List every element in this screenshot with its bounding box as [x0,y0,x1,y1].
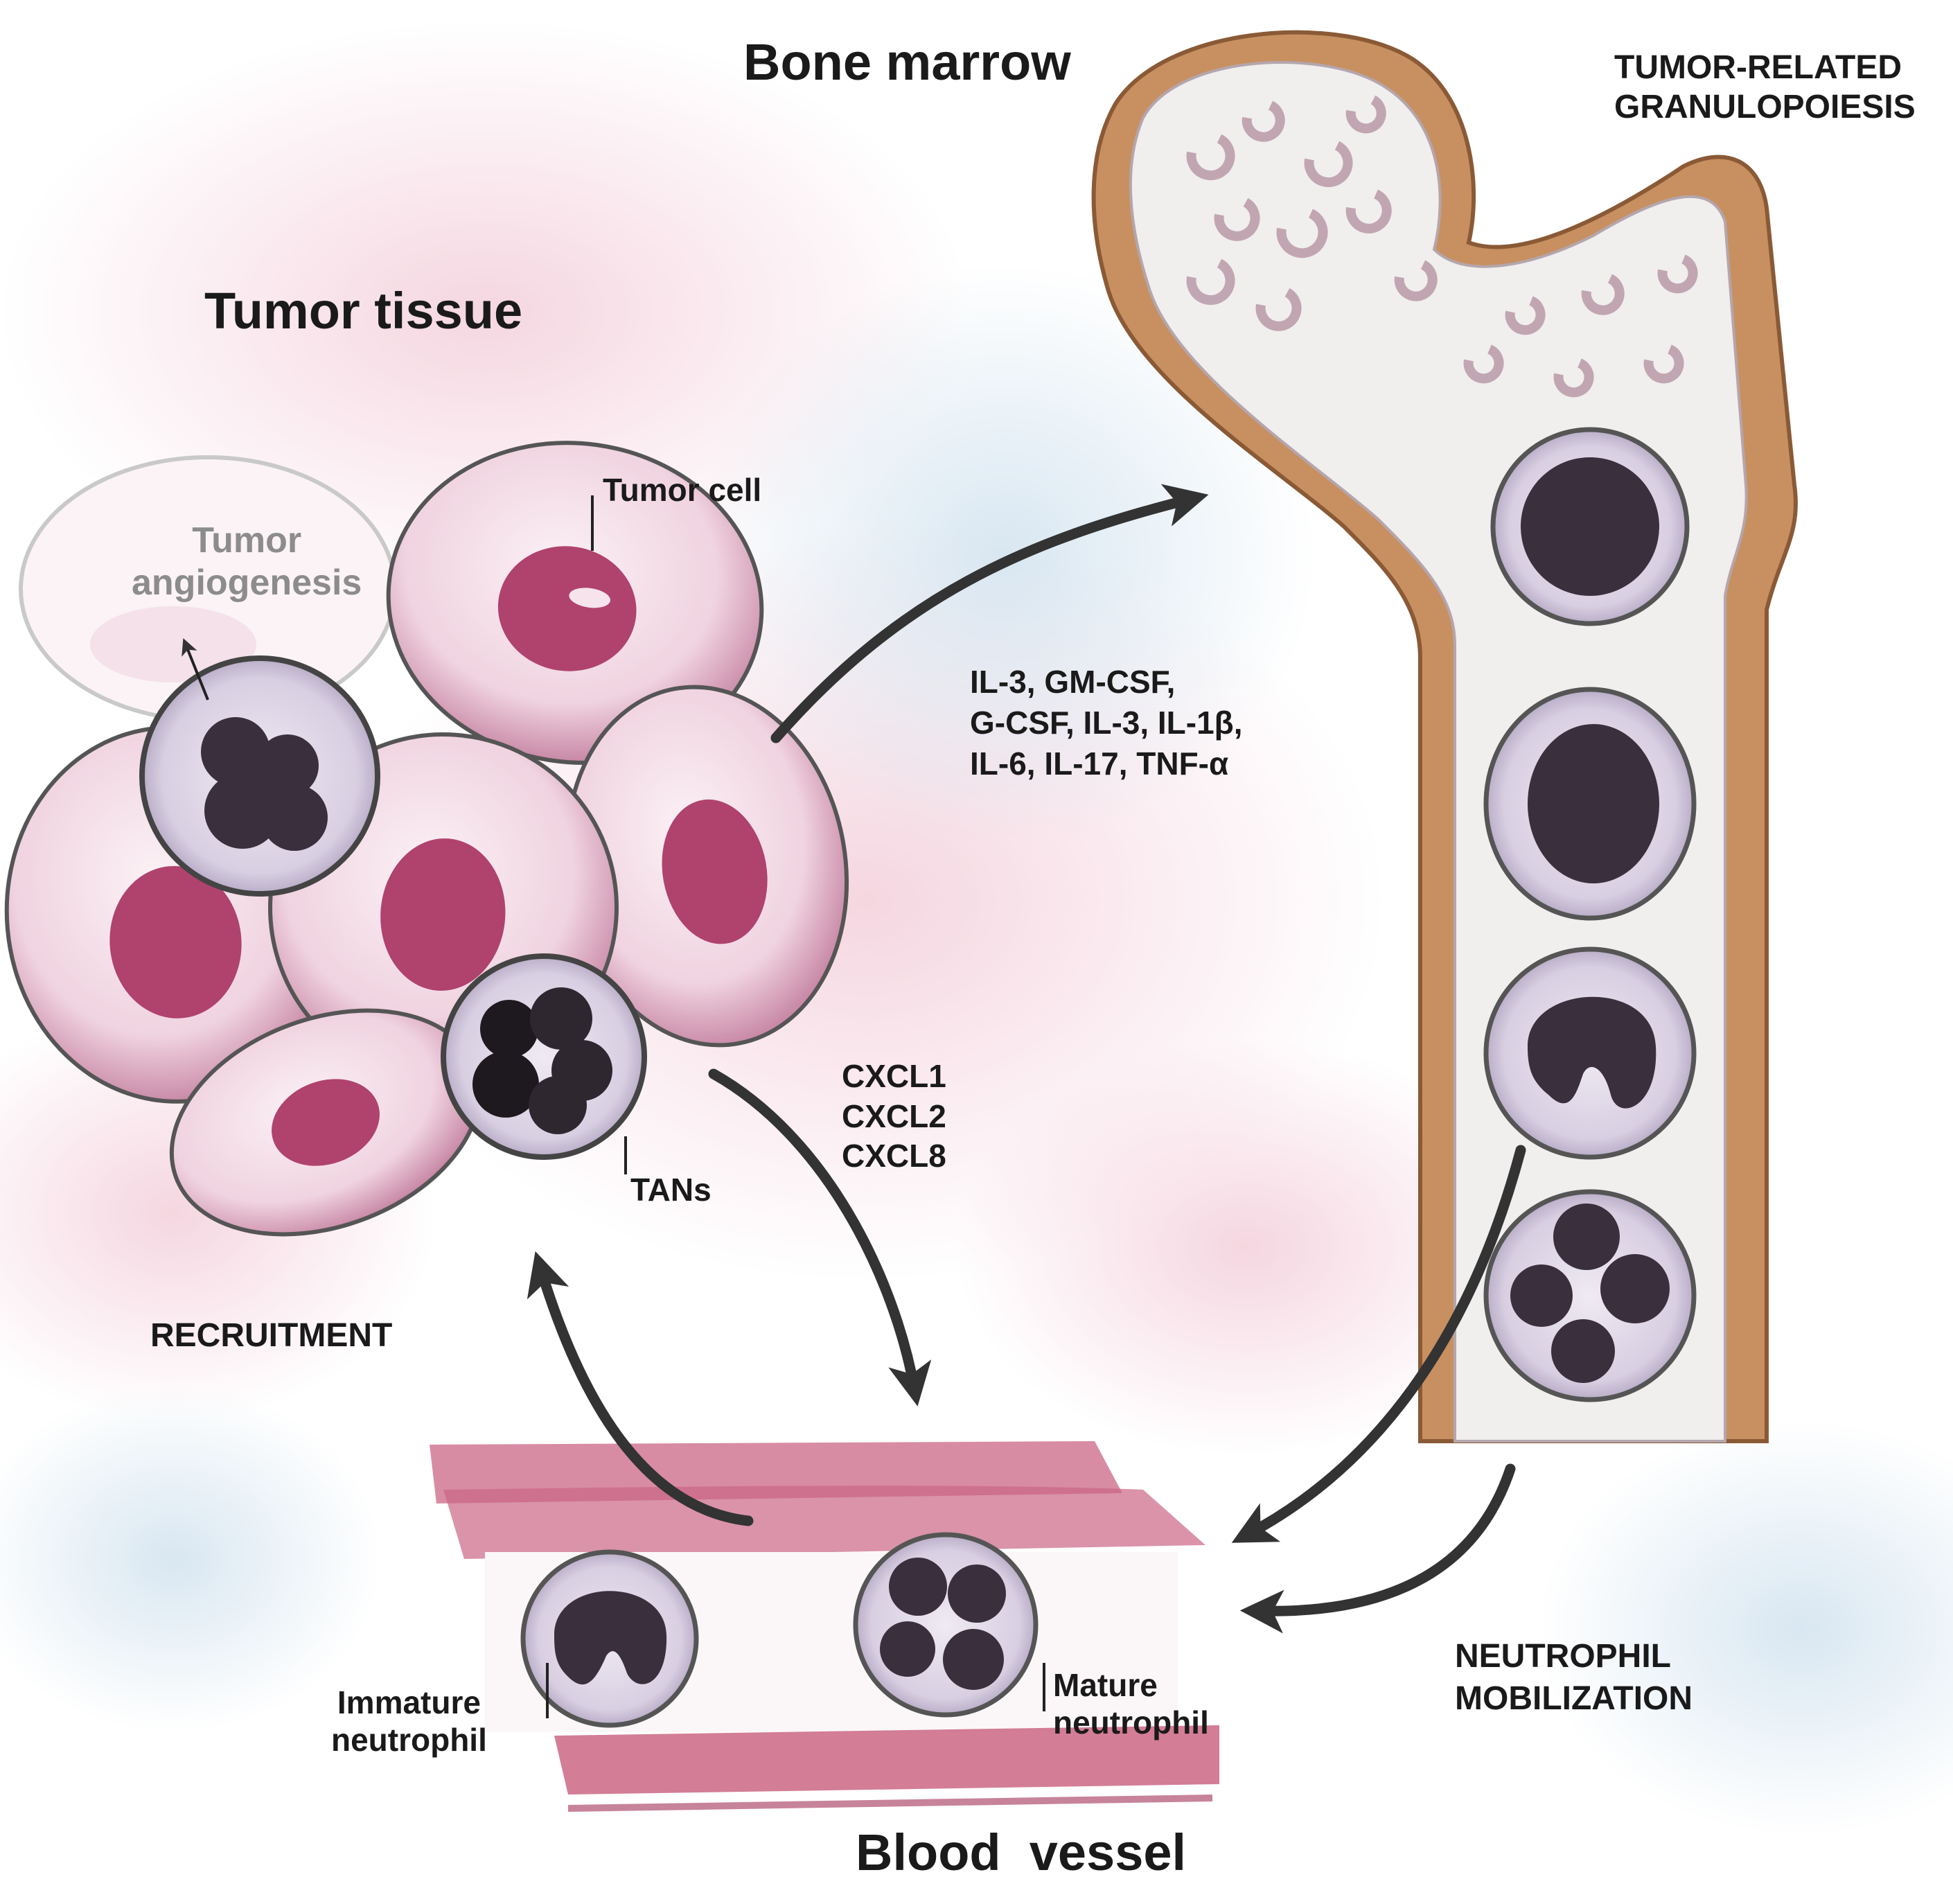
tumor-cluster [4,441,849,1237]
process-arrows [527,484,1526,1634]
neutrophil-mobilization-label: NEUTROPHIL MOBILIZATION [1455,1638,1693,1718]
blood-vessel-label: Blood vessel [856,1824,1187,1881]
neutrophil-myeloblast [1490,427,1690,626]
arrow-mobilization-2 [1239,1463,1516,1634]
arrow-tumor-to-bone [770,484,1209,743]
neutrophil-tan [139,655,380,897]
blood-vessel [430,1441,1219,1812]
tans-label: TANs [630,1172,712,1208]
tumor-tissue-label: Tumor tissue [204,282,523,340]
neutrophil-myelocyte [1483,687,1697,921]
tumor-related-granulopoiesis-label: TUMOR-RELATED GRANULOPOIESIS [1614,49,1916,125]
leader-lines [182,495,1045,1718]
neutrophil-segmented [1483,1189,1697,1402]
bone-illustration [1091,30,1798,1443]
immature-neutrophil-label: Immature neutrophil [331,1684,487,1758]
cytokines-label: IL-3, GM-CSF, G-CSF, IL-3, IL-1β, IL-6, … [970,664,1243,782]
bone-marrow-label: Bone marrow [743,33,1071,91]
tumor-angiogenesis-label: Tumor angiogenesis [132,520,362,603]
tumor-cell [386,441,764,765]
arrow-recruitment [527,1251,754,1526]
angiogenesis-leader [182,638,209,700]
arrow-chemokines-to-vessel [708,1068,932,1407]
mature-neutrophil-label: Mature neutrophil [1053,1667,1209,1741]
recruitment-label: RECRUITMENT [150,1317,393,1354]
tumor-cell-label: Tumor cell [603,472,762,508]
arrow-mobilization-1 [1231,1145,1526,1543]
vessel-wall-bottom [554,1725,1219,1795]
neutrophil-tan [441,953,647,1160]
mature-neutrophil-cell [853,1532,1039,1718]
neutrophil-band [1483,946,1697,1160]
chemokines-label: CXCL1 CXCL2 CXCL8 [842,1058,946,1174]
immature-neutrophil-cell [520,1549,699,1728]
